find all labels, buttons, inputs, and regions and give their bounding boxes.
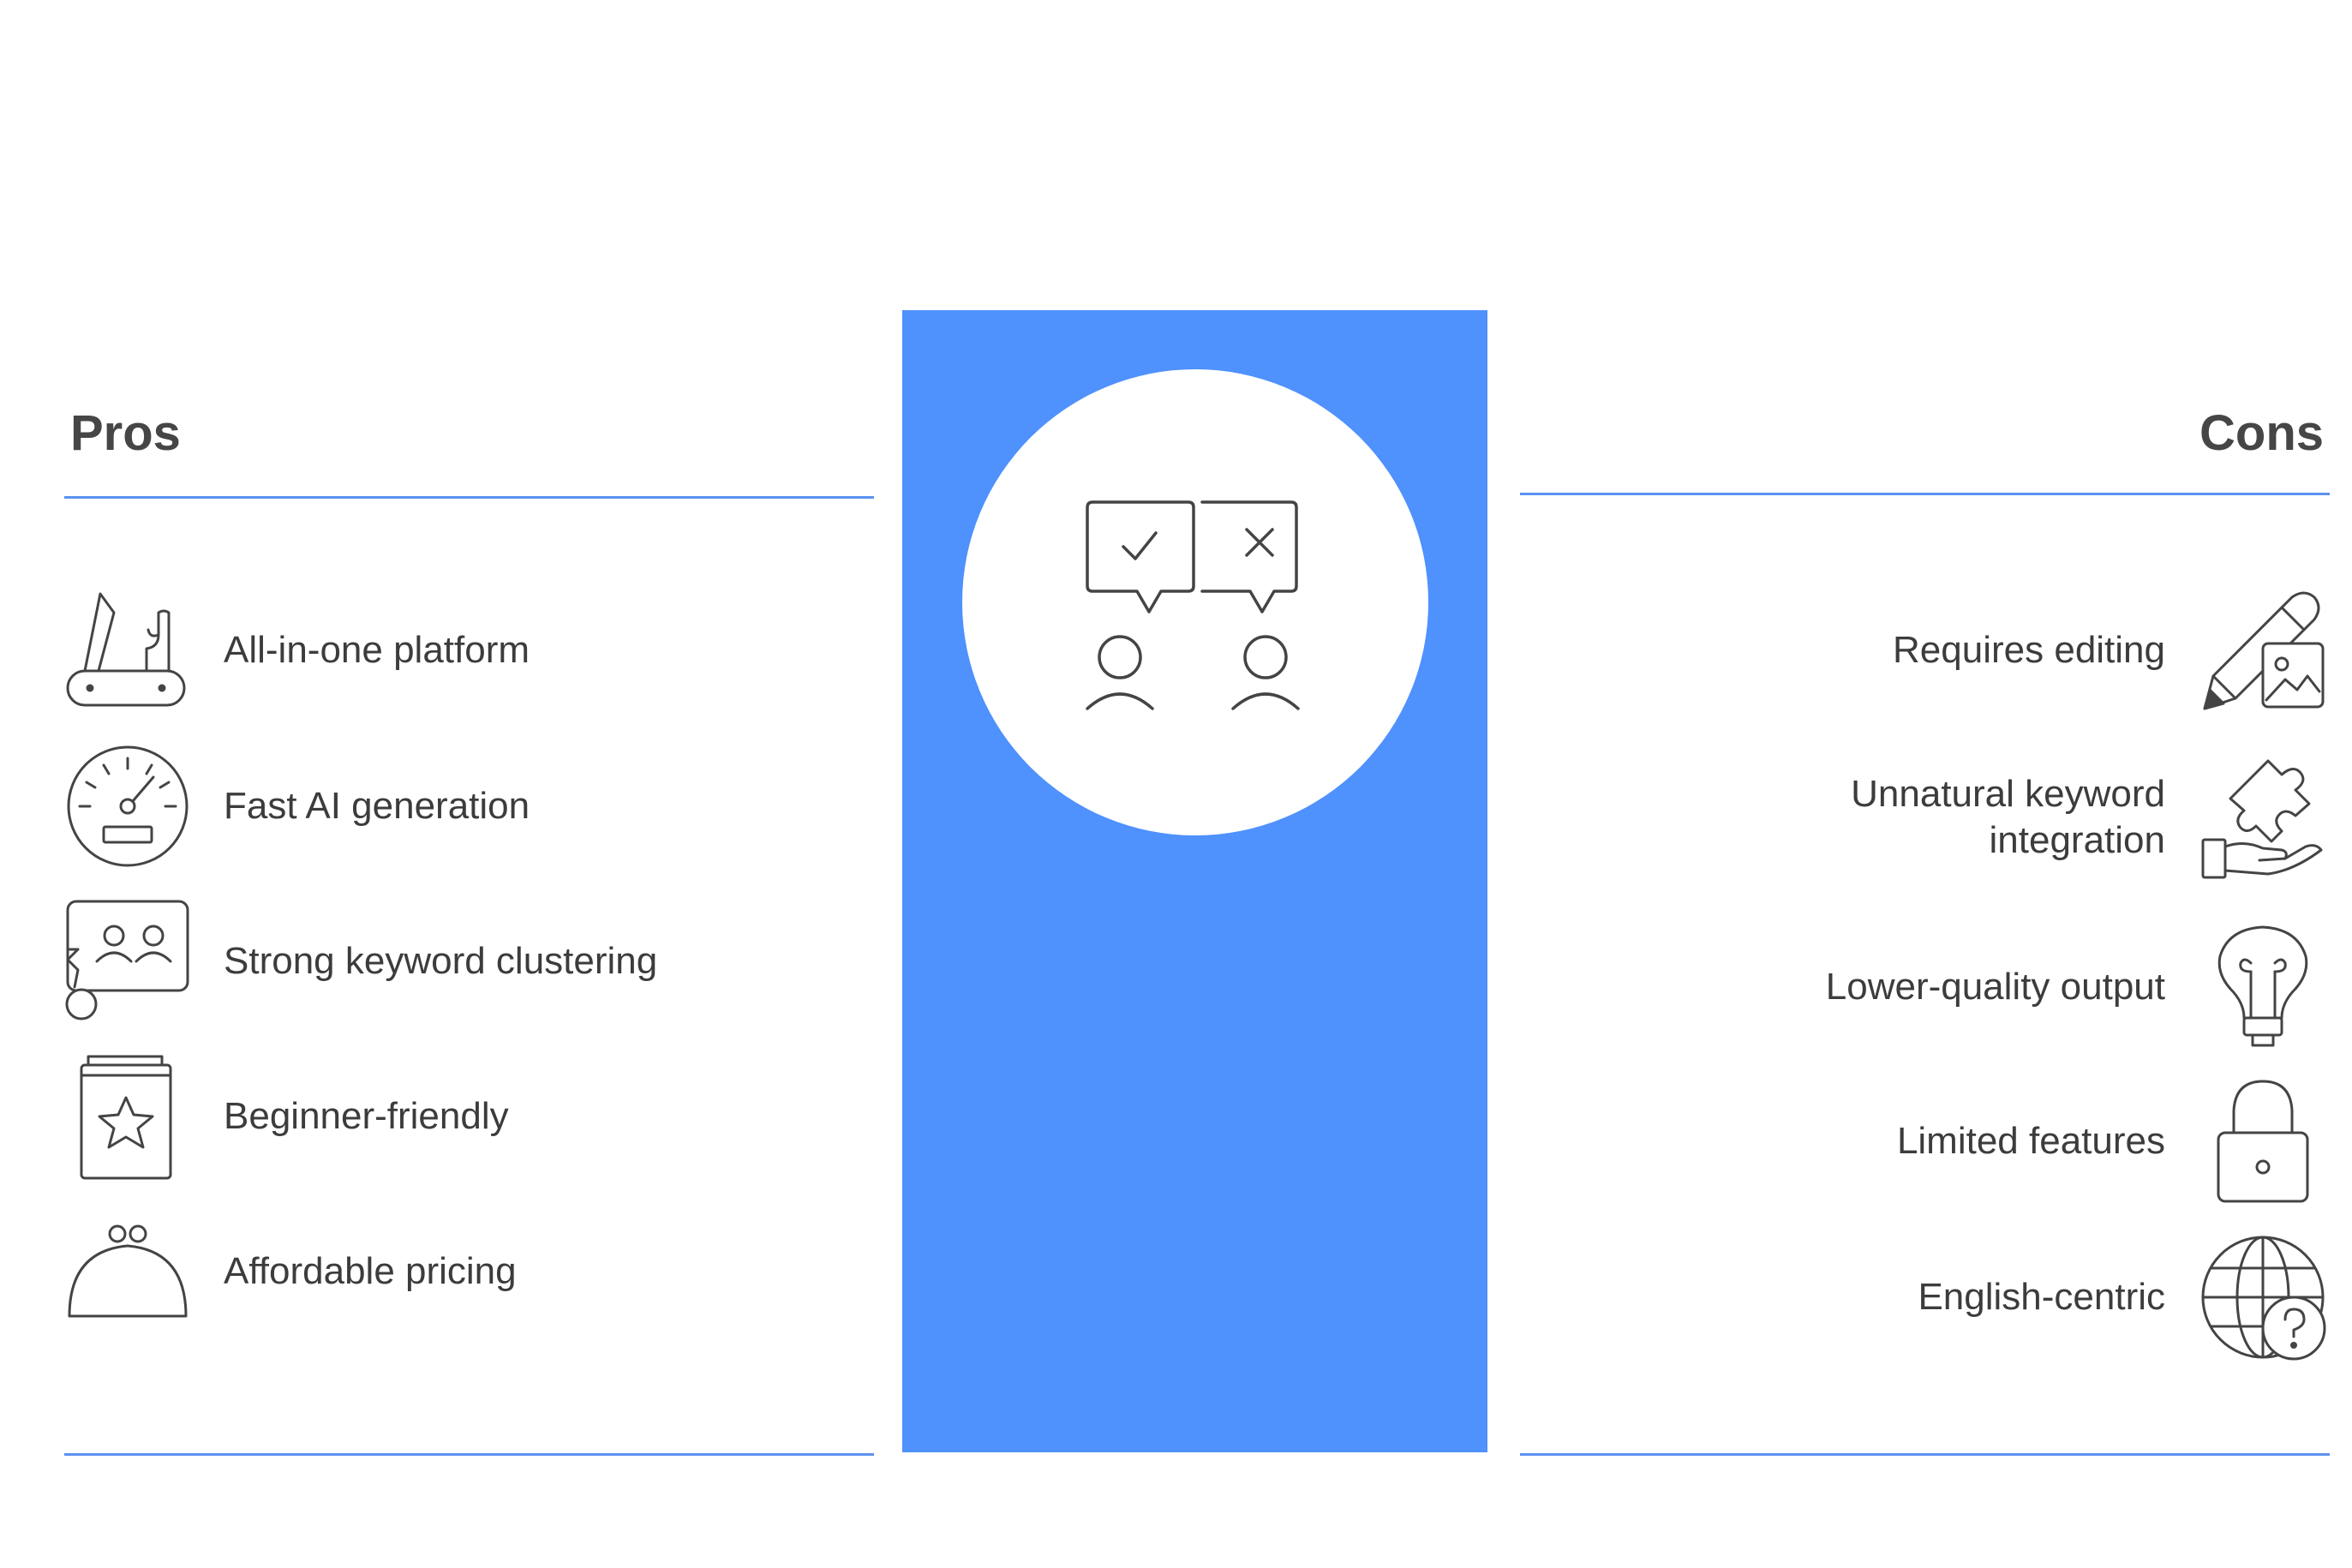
padlock-icon <box>2199 1078 2326 1205</box>
pros-item: All-in-one platform <box>64 587 530 714</box>
cons-item-label: Unnatural keyword integration <box>1851 773 2165 861</box>
pros-item-label: All-in-one platform <box>224 629 530 671</box>
cons-item: Limited features <box>1897 1078 2326 1205</box>
cons-item: Lower-quality output <box>1826 924 2326 1050</box>
speedometer-icon <box>64 743 191 870</box>
pros-item-label: Beginner-friendly <box>224 1095 509 1137</box>
network-group-icon <box>64 898 191 1025</box>
cons-item-label: Limited features <box>1896 1120 2165 1162</box>
cons-item-label: Lower-quality output <box>1825 966 2165 1008</box>
pros-item-label: Fast AI generation <box>224 785 530 827</box>
cons-heading: Cons <box>2199 405 2324 461</box>
cons-bottom-divider <box>1520 1453 2330 1456</box>
cons-item: Unnatural keyword integration <box>1822 754 2326 881</box>
cons-top-divider <box>1520 493 2330 495</box>
star-book-icon <box>64 1053 191 1180</box>
globe-question-icon <box>2199 1234 2326 1361</box>
cons-item: Requires editing <box>1893 587 2326 714</box>
center-circle <box>962 369 1428 835</box>
pros-item-label: Affordable pricing <box>224 1250 517 1292</box>
pros-heading: Pros <box>70 405 181 461</box>
pros-item: Beginner-friendly <box>64 1053 509 1180</box>
swiss-army-knife-icon <box>64 587 191 714</box>
cons-item: English-centric <box>1918 1234 2326 1361</box>
pros-item-label: Strong keyword clustering <box>224 940 658 982</box>
pros-item: Strong keyword clustering <box>64 898 657 1025</box>
pros-bottom-divider <box>64 1453 874 1456</box>
cons-item-label: English-centric <box>1918 1276 2165 1318</box>
pros-item: Fast AI generation <box>64 743 530 870</box>
people-debate-icon <box>1086 500 1300 710</box>
pencil-image-icon <box>2199 587 2326 714</box>
lightbulb-icon <box>2199 924 2326 1050</box>
cons-item-label: Requires editing <box>1893 629 2165 671</box>
center-panel <box>902 310 1487 1452</box>
coin-purse-icon <box>64 1208 191 1335</box>
hand-puzzle-icon <box>2199 754 2326 881</box>
pros-top-divider <box>64 496 874 499</box>
pros-item: Affordable pricing <box>64 1208 517 1335</box>
